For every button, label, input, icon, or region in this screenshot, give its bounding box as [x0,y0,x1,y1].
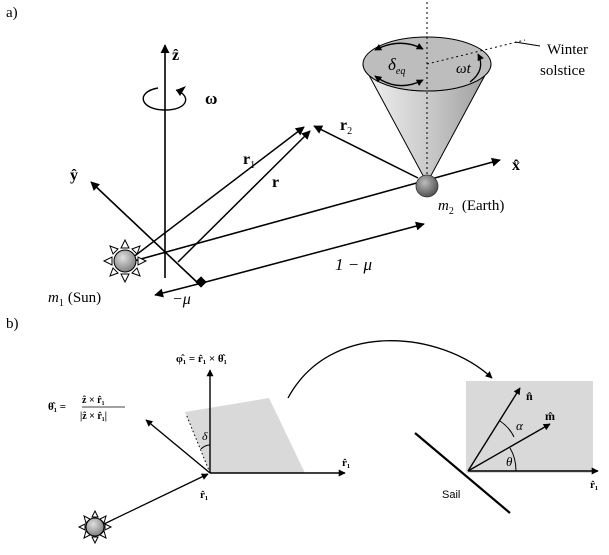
r1-bottom-label: r̂₁ [200,489,208,501]
sun-ray [103,473,209,525]
y-axis [90,181,201,286]
theta-lhs: θ̂₁ = [48,401,66,413]
theta-axis [145,419,211,474]
barycenter-marker [195,276,207,288]
x-axis-label: x̂ [512,157,520,174]
reference-plane [185,398,305,473]
sun-mass-label: m1(Sun) [48,290,101,309]
panel-a: a) ẑ ω ŷ x̂ r1 r r2 δeq ωt [6,2,588,309]
vector-r1-label: r1 [243,151,255,171]
vector-r2 [313,125,419,179]
omega-t-arc [469,53,484,83]
x-axis [129,157,501,263]
sail [414,432,511,514]
rotation-arrow [142,87,187,111]
m-vector [467,423,551,472]
earth [415,174,439,198]
panel-a-label: a) [6,5,18,21]
sail-label: Sail [442,489,460,501]
delta-eq-lower-arc [374,75,424,87]
vector-r [177,130,311,263]
normal-vector [467,387,521,472]
sun-b [77,509,113,545]
y-axis-label: ŷ [70,167,78,184]
one-minus-mu-label: 1 − μ [335,255,372,274]
vector-r-label: r [272,174,279,191]
winter-label-line1: Winter [547,42,588,58]
vector-r2-label: r2 [340,117,352,137]
winter-solstice-line [426,39,526,65]
vector-r1 [131,126,305,259]
distance-minus-mu [154,282,203,298]
theta-arc [509,447,517,472]
delta-label: δ [202,429,208,443]
phi-label: φ̂₁ = r̂₁ × θ̂₁ [176,353,227,365]
panel-b-label: b) [6,316,19,332]
mapping-arrow [287,340,493,399]
alpha-label: α [516,418,524,433]
sail-frame-box [466,381,593,473]
sun-a [102,238,148,284]
alpha-arc [499,420,515,438]
rotation-arrowhead [176,86,186,96]
winter-label-line2: solstice [540,63,585,79]
m-hat-label: m̂ [545,409,555,423]
r1-right-label: r̂₁ [342,457,350,469]
omega-label: ω [205,89,217,108]
earth-mass-label: m2(Earth) [438,198,504,217]
n-hat-label: n̂ [526,389,533,403]
z-axis-label: ẑ [172,47,179,64]
theta-denominator: |ẑ × r̂₁| [80,411,107,422]
minus-mu-label: −μ [172,291,191,308]
r1-far-label: r̂₁ [590,479,598,491]
theta-label: θ [506,454,513,469]
delta-dotted [185,413,211,474]
delta-eq-arc [374,42,424,51]
panel-b: b) φ̂₁ = r̂₁ × θ̂₁ θ̂₁ = ẑ × r̂₁ |ẑ × r̂… [6,316,599,545]
omega-t-label: ωt [456,61,472,77]
delta-eq-label: δeq [388,55,405,77]
winter-solstice-pointer [514,41,541,47]
theta-numerator: ẑ × r̂₁ [82,395,105,406]
distance-one-minus-mu [201,221,425,284]
delta-arc [200,444,211,450]
